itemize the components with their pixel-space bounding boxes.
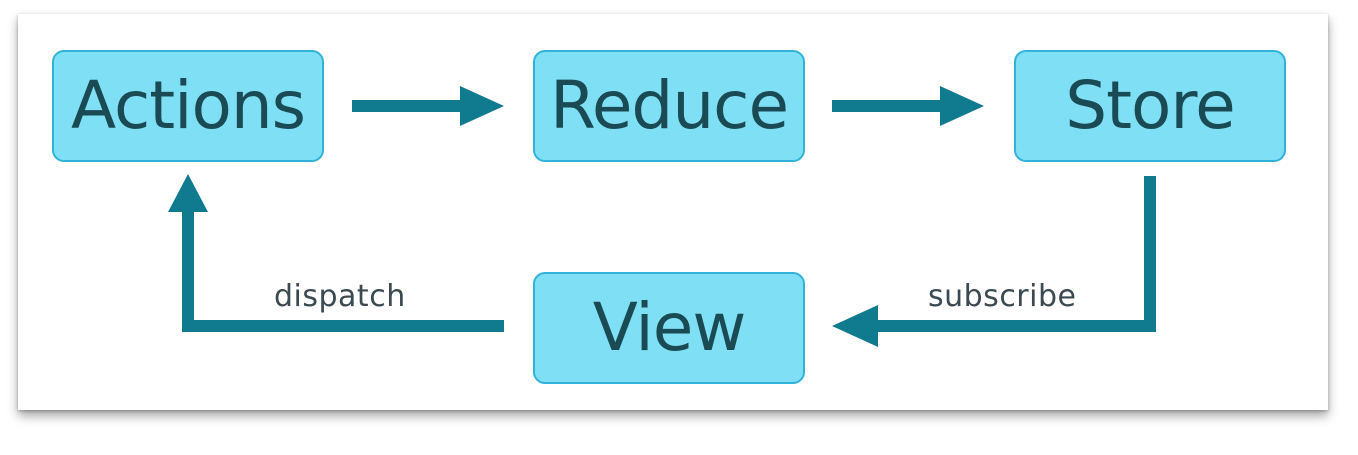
actions-node: Actions [52,50,324,162]
store-label: Store [1065,67,1235,144]
reduce-label: Reduce [549,67,789,144]
view-label: View [592,289,747,366]
dispatch-label: dispatch [274,279,406,314]
subscribe-label: subscribe [928,279,1077,314]
store-node: Store [1014,50,1286,162]
actions-label: Actions [70,67,306,144]
reduce-node: Reduce [533,50,805,162]
view-node: View [533,272,805,384]
